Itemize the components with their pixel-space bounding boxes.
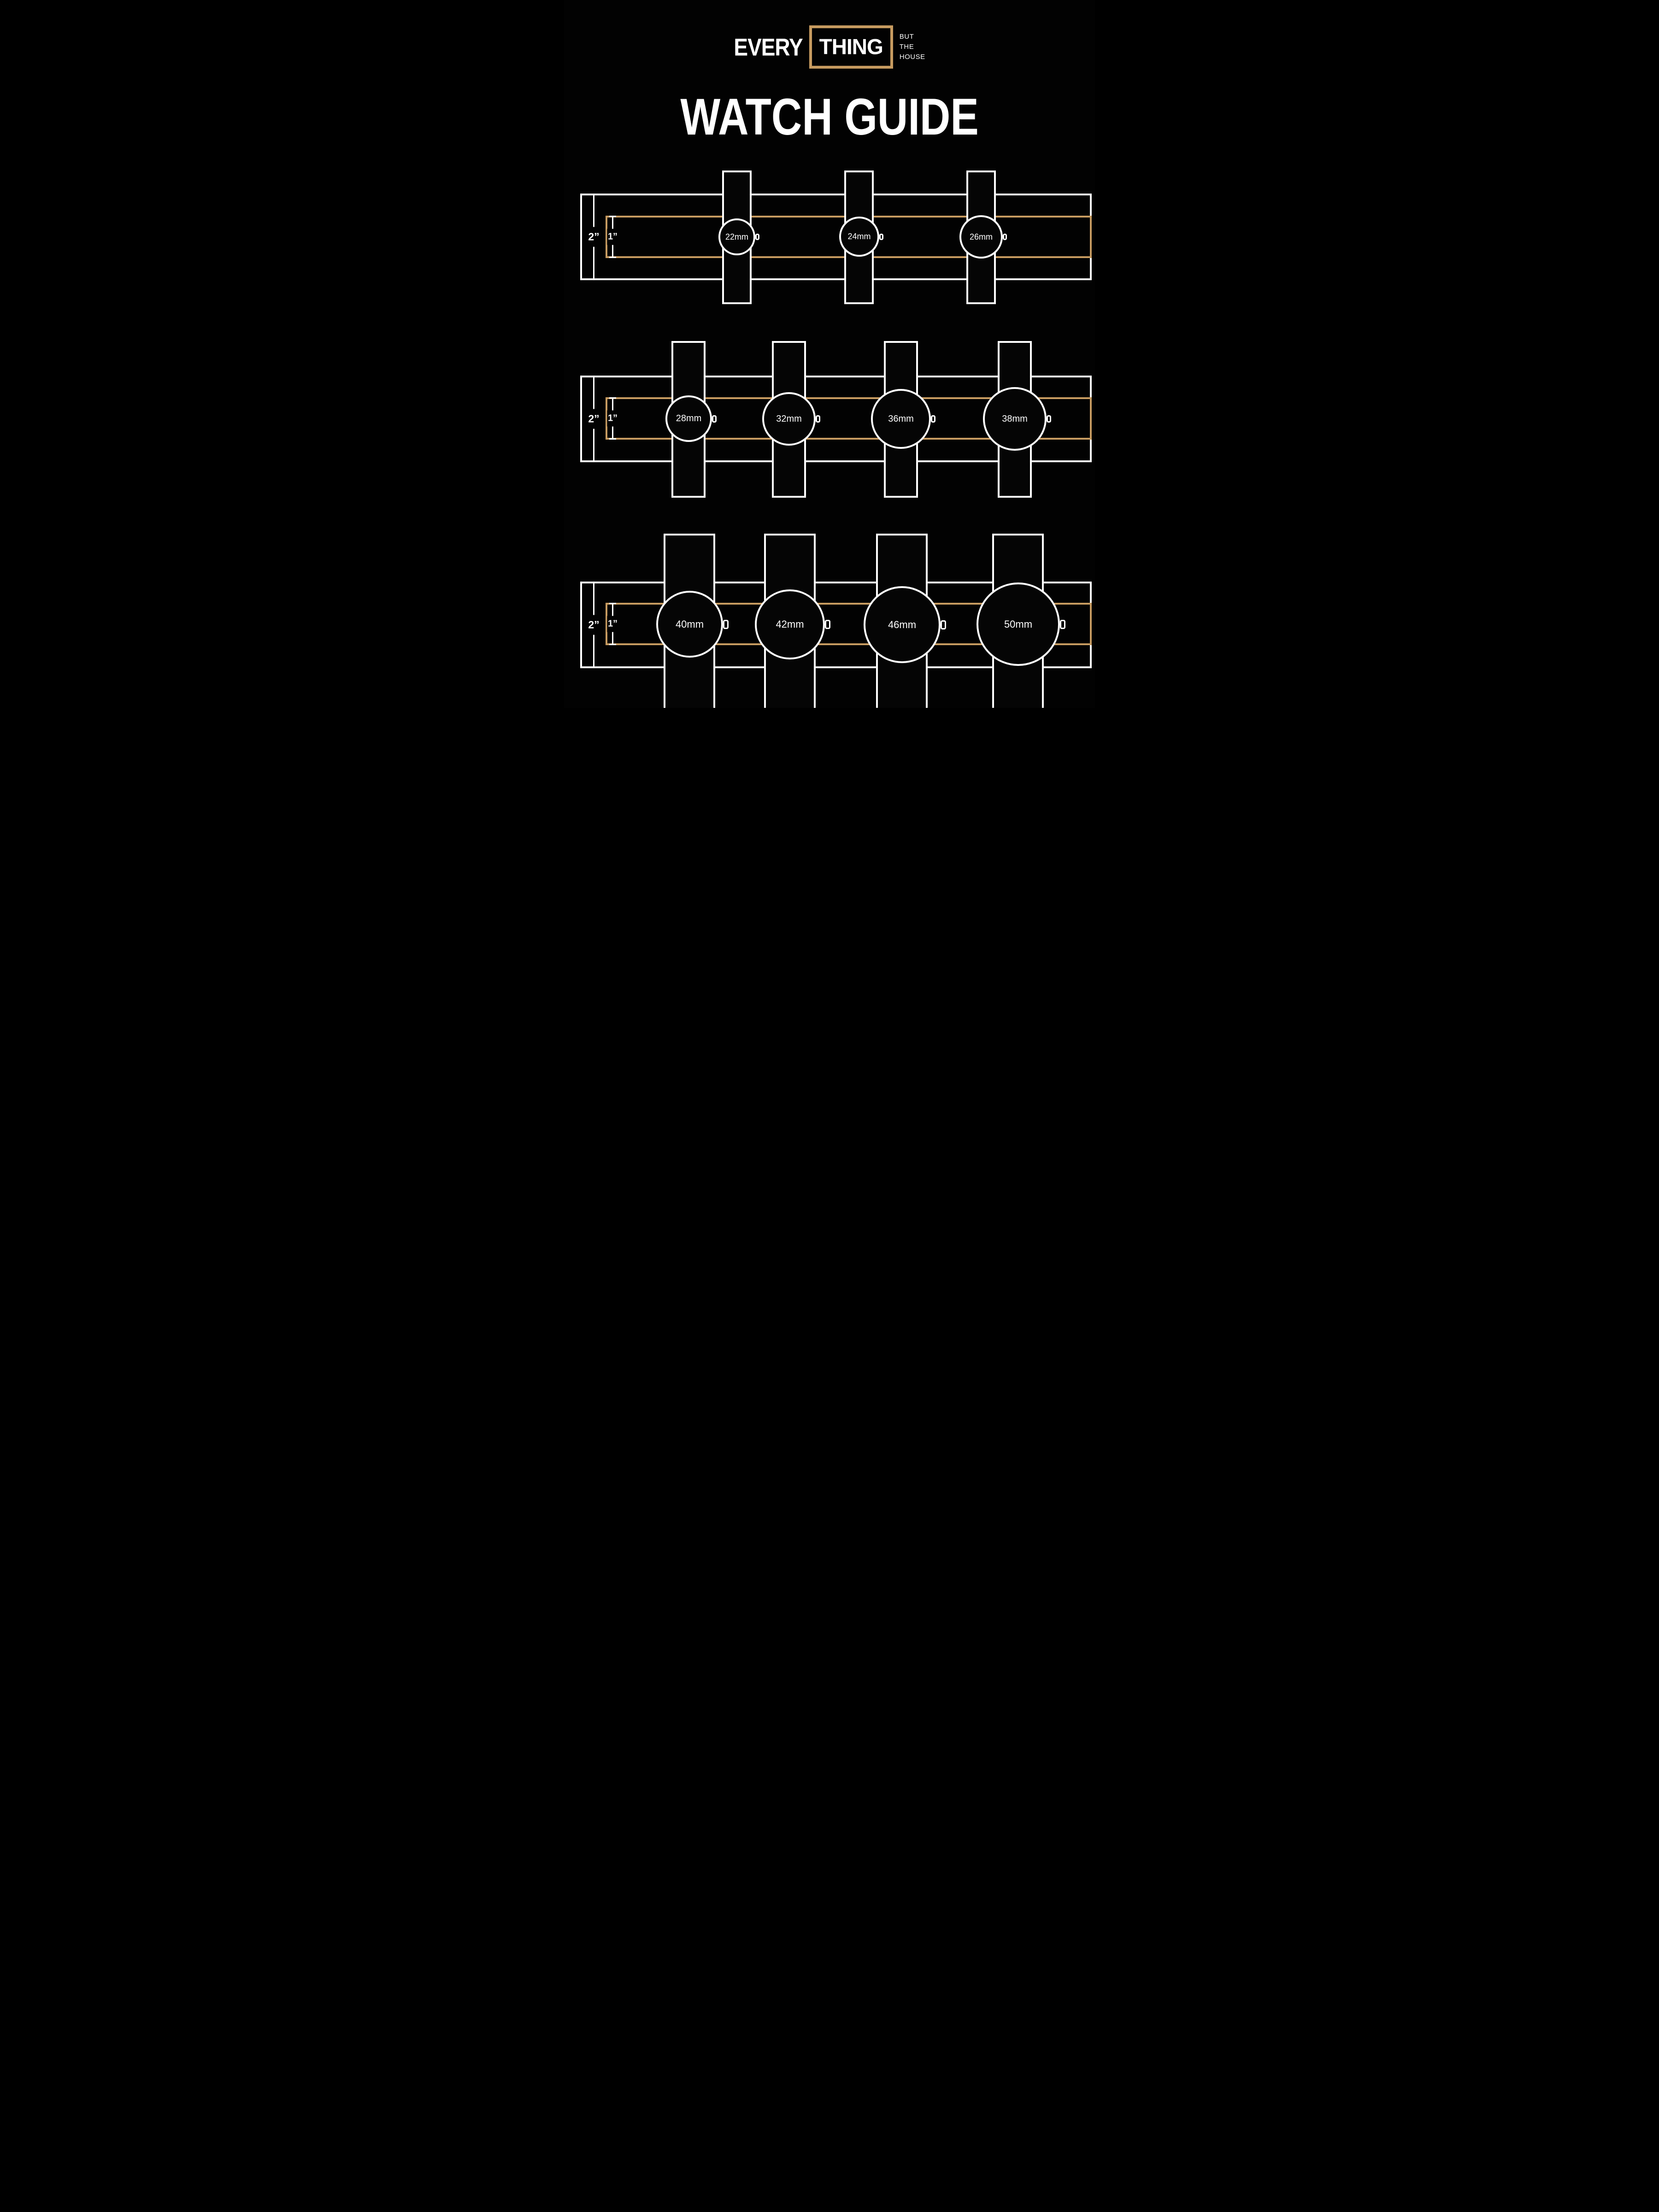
watch-crown-icon	[1060, 619, 1065, 629]
dimension-label-1inch: 1”	[606, 229, 619, 245]
watch-size-label-38mm: 38mm	[1002, 413, 1028, 424]
dimension-marker-2inch: 2”	[587, 376, 601, 462]
watch-size-label-26mm: 26mm	[969, 232, 993, 241]
watch-size-label-42mm: 42mm	[776, 618, 804, 630]
band-1inch	[606, 397, 1092, 440]
watch-crown-icon	[816, 415, 820, 423]
watch-size-label-36mm: 36mm	[888, 413, 914, 424]
watch-face-32mm: 32mm	[762, 392, 820, 446]
watch-face-26mm: 26mm	[959, 215, 1007, 259]
logo-text-thing-boxed: THING	[809, 25, 893, 69]
logo-tagline: BUT THE HOUSE	[900, 32, 925, 62]
watch-size-label-22mm: 22mm	[725, 232, 748, 241]
watch-size-label-24mm: 24mm	[847, 232, 871, 241]
watch-face-24mm: 24mm	[839, 217, 883, 257]
watch-face-42mm: 42mm	[755, 589, 830, 659]
watch-face-50mm: 50mm	[977, 582, 1065, 666]
watch-face-28mm: 28mm	[665, 395, 717, 442]
watch-size-label-46mm: 46mm	[888, 618, 917, 630]
dimension-marker-1inch: 1”	[606, 216, 619, 258]
brand-logo: EVERY THING BUT THE HOUSE	[564, 25, 1095, 69]
watch-size-label-40mm: 40mm	[675, 618, 704, 630]
watch-crown-icon	[941, 620, 946, 629]
watch-size-label-32mm: 32mm	[776, 413, 802, 424]
dimension-label-2inch: 2”	[587, 409, 601, 429]
watch-crown-icon	[723, 619, 729, 629]
dimension-label-1inch: 1”	[606, 616, 619, 632]
watch-face-46mm: 46mm	[864, 586, 946, 663]
logo-tagline-line-3: HOUSE	[899, 53, 925, 61]
band-1inch	[606, 603, 1092, 645]
logo-text-every: EVERY	[734, 33, 803, 61]
watch-face-40mm: 40mm	[656, 591, 729, 658]
watch-crown-icon	[879, 233, 883, 240]
watch-crown-icon	[931, 415, 935, 423]
dimension-marker-1inch: 1”	[606, 397, 619, 440]
watch-crown-icon	[712, 415, 717, 423]
page-title: WATCH GUIDE	[680, 88, 979, 146]
watch-guide-infographic: EVERY THING BUT THE HOUSE WATCH GUIDE 2”…	[564, 0, 1095, 708]
logo-tagline-line-2: THE	[899, 43, 914, 51]
watch-crown-icon	[1003, 234, 1007, 240]
watch-face-36mm: 36mm	[871, 389, 935, 449]
dimension-label-1inch: 1”	[606, 410, 619, 427]
dimension-marker-2inch: 2”	[587, 582, 601, 668]
watch-size-label-50mm: 50mm	[1004, 618, 1033, 630]
dimension-marker-1inch: 1”	[606, 603, 619, 645]
watch-crown-icon	[1047, 415, 1051, 423]
logo-tagline-line-1: BUT	[899, 33, 914, 41]
watch-crown-icon	[755, 234, 759, 240]
watch-face-38mm: 38mm	[983, 387, 1051, 451]
dimension-label-2inch: 2”	[587, 227, 601, 247]
dimension-marker-2inch: 2”	[587, 194, 601, 280]
watch-crown-icon	[825, 620, 830, 629]
dimension-label-2inch: 2”	[587, 615, 601, 635]
watch-size-label-28mm: 28mm	[676, 413, 702, 424]
watch-face-22mm: 22mm	[718, 218, 759, 255]
